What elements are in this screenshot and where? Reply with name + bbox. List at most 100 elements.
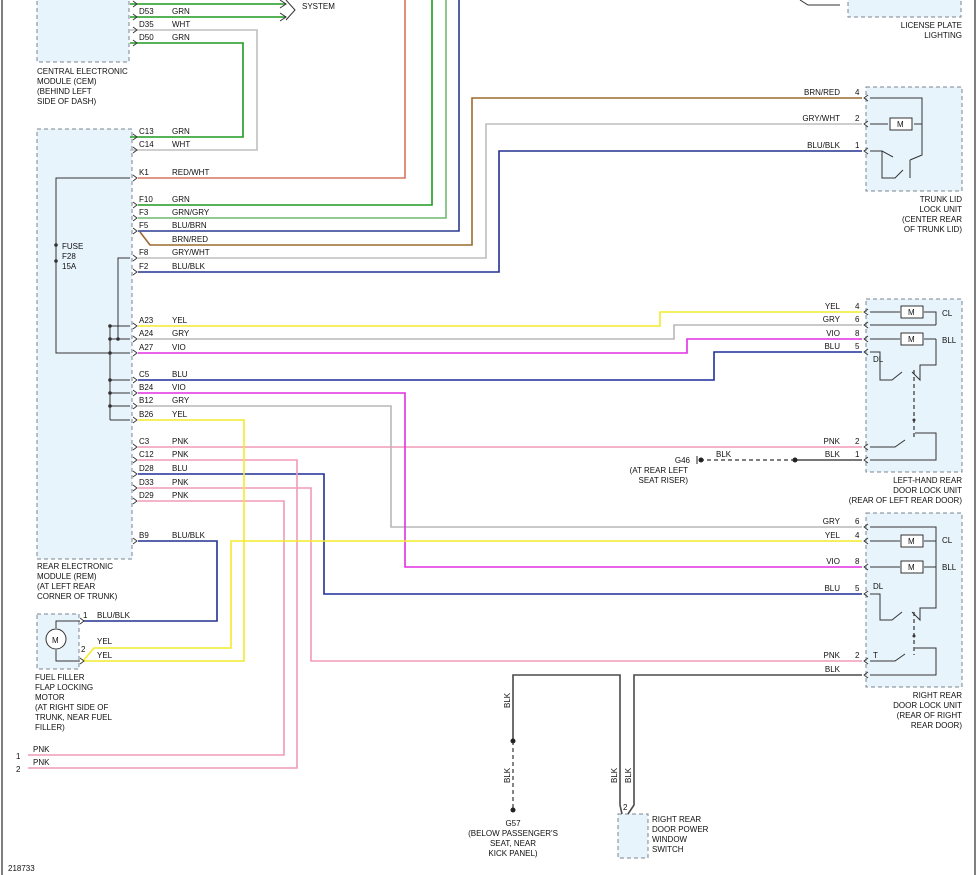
svg-text:(AT LEFT REAR: (AT LEFT REAR (37, 582, 95, 591)
svg-text:MODULE (REM): MODULE (REM) (37, 572, 97, 581)
svg-text:BLK: BLK (503, 767, 512, 783)
svg-text:BLU/BLK: BLU/BLK (172, 262, 206, 271)
svg-text:OF TRUNK LID): OF TRUNK LID) (904, 225, 962, 234)
wire-rem-c5-to-lh-pin5 (138, 351, 862, 381)
svg-text:D50: D50 (139, 33, 154, 42)
wire-rem-b9-to-fuel-pin1 (83, 540, 218, 622)
svg-text:8: 8 (855, 329, 860, 338)
svg-text:M: M (908, 308, 915, 317)
svg-text:M: M (908, 335, 915, 344)
wire-rem-f5 (138, 0, 460, 232)
svg-text:G57: G57 (505, 819, 521, 828)
svg-text:GRY/WHT: GRY/WHT (172, 248, 210, 257)
lh-door-internals: M M (870, 305, 937, 461)
svg-text:SIDE OF DASH): SIDE OF DASH) (37, 97, 96, 106)
svg-text:VIO: VIO (826, 329, 840, 338)
svg-text:F2: F2 (139, 262, 149, 271)
system-connector-arrow (279, 0, 296, 22)
svg-text:PNK: PNK (172, 478, 189, 487)
svg-text:B26: B26 (139, 410, 154, 419)
svg-text:BRN/RED: BRN/RED (804, 88, 840, 97)
svg-text:6: 6 (855, 315, 860, 324)
svg-text:4: 4 (855, 88, 860, 97)
svg-text:FUSE: FUSE (62, 242, 83, 251)
wire-rem-a23-to-lh-pin4 (138, 311, 862, 327)
svg-text:DOOR POWER: DOOR POWER (652, 825, 709, 834)
svg-text:C14: C14 (139, 140, 154, 149)
trunk-lid-box (865, 86, 963, 192)
svg-text:F5: F5 (139, 221, 149, 230)
svg-text:MODULE (CEM): MODULE (CEM) (37, 77, 97, 86)
svg-text:TRUNK LID: TRUNK LID (920, 195, 962, 204)
svg-text:(BELOW PASSENGER'S: (BELOW PASSENGER'S (468, 829, 558, 838)
lh-door-motor-cl-icon: M (900, 305, 924, 319)
svg-text:BLU: BLU (824, 584, 840, 593)
wire-switch-to-g57 (512, 674, 623, 815)
rh-door-motor-cl-icon: M (900, 534, 924, 548)
right-connectors (79, 94, 869, 679)
svg-text:BLK: BLK (624, 767, 633, 783)
svg-text:PNK: PNK (824, 437, 841, 446)
svg-text:LICENSE PLATE: LICENSE PLATE (901, 21, 962, 30)
license-plate-stub (799, 0, 840, 6)
svg-text:A27: A27 (139, 343, 154, 352)
svg-text:M: M (908, 563, 915, 572)
svg-text:YEL: YEL (825, 531, 841, 540)
svg-text:FILLER): FILLER) (35, 723, 65, 732)
svg-text:M: M (908, 537, 915, 546)
svg-text:1: 1 (16, 752, 21, 761)
svg-text:15A: 15A (62, 262, 77, 271)
rem-connectors (132, 0, 138, 545)
wire-rem-a27-to-lh-pin8 (138, 338, 862, 354)
svg-text:BRN/RED: BRN/RED (172, 235, 208, 244)
svg-text:WHT: WHT (172, 140, 190, 149)
svg-text:GRN: GRN (172, 7, 190, 16)
svg-text:BLK: BLK (503, 692, 512, 708)
svg-text:BLU: BLU (172, 464, 188, 473)
lh-door-motor-bll-icon: M (900, 332, 924, 346)
svg-text:WINDOW: WINDOW (652, 835, 688, 844)
svg-text:D53: D53 (139, 7, 154, 16)
svg-text:GRN: GRN (172, 195, 190, 204)
svg-text:K1: K1 (139, 168, 149, 177)
svg-text:FUEL FILLER: FUEL FILLER (35, 673, 85, 682)
svg-text:GRY: GRY (172, 329, 190, 338)
svg-text:LIGHTING: LIGHTING (924, 31, 962, 40)
svg-text:(BEHIND LEFT: (BEHIND LEFT (37, 87, 92, 96)
svg-text:F10: F10 (139, 195, 153, 204)
trunk-lid-internals: M (870, 97, 923, 179)
wire-rem-b26-to-fuel-yel (83, 419, 245, 662)
ground-points (54, 259, 798, 813)
svg-text:LOCK UNIT: LOCK UNIT (919, 205, 962, 214)
svg-text:BLK: BLK (610, 767, 619, 783)
rh-door-motor-bll-icon: M (900, 560, 924, 574)
figure-id: 218733 (8, 864, 35, 873)
license-plate-box (847, 0, 962, 18)
svg-text:B12: B12 (139, 396, 154, 405)
svg-text:SEAT RISER): SEAT RISER) (639, 476, 689, 485)
wire-rem-b24-to-rh-pin8 (138, 392, 862, 568)
svg-text:2: 2 (16, 765, 21, 774)
svg-text:BLK: BLK (825, 665, 841, 674)
svg-text:GRY: GRY (172, 396, 190, 405)
svg-text:2: 2 (623, 803, 628, 812)
lh-door-label: LEFT-HAND REAR DOOR LOCK UNIT (REAR OF L… (849, 476, 963, 505)
wire-rem-c12-to-pin2 (28, 459, 298, 769)
svg-text:LEFT-HAND REAR: LEFT-HAND REAR (893, 476, 962, 485)
svg-text:GRY: GRY (823, 315, 841, 324)
svg-text:VIO: VIO (172, 343, 186, 352)
svg-text:B9: B9 (139, 531, 149, 540)
svg-text:(REAR OF RIGHT: (REAR OF RIGHT (897, 711, 962, 720)
svg-text:8: 8 (855, 557, 860, 566)
svg-text:A24: A24 (139, 329, 154, 338)
svg-text:WHT: WHT (172, 20, 190, 29)
wire-rh-blk-to-switch (627, 674, 862, 815)
svg-text:MOTOR: MOTOR (35, 693, 65, 702)
svg-text:PNK: PNK (824, 651, 841, 660)
svg-text:4: 4 (855, 531, 860, 540)
svg-text:PNK: PNK (33, 758, 50, 767)
svg-text:BLK: BLK (716, 450, 732, 459)
